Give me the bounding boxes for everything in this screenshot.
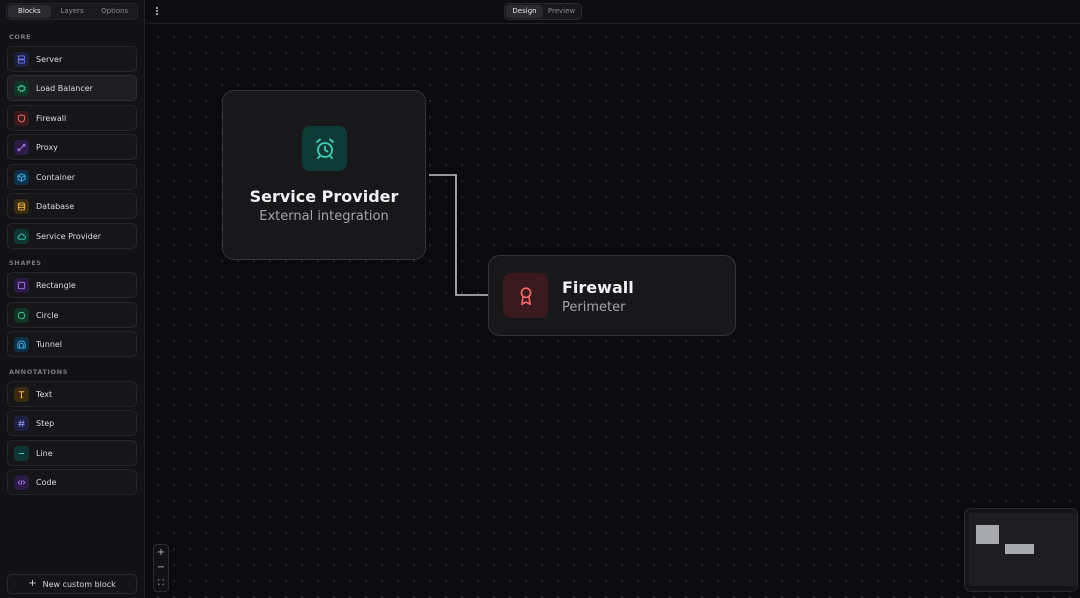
block-item-line[interactable]: Line — [7, 440, 137, 466]
block-item-label: Text — [36, 389, 53, 399]
block-item-label: Load Balancer — [36, 83, 93, 93]
line-icon — [14, 445, 29, 461]
hash-icon — [14, 415, 29, 431]
section-label-annotations: ANNOTATIONS — [9, 368, 68, 376]
load-balancer-icon — [14, 80, 29, 96]
alarm-clock-icon — [302, 126, 347, 171]
node-service-provider[interactable]: Service Provider External integration — [222, 90, 426, 260]
diagram-canvas[interactable]: Service Provider External integration Fi… — [146, 25, 1080, 598]
minimap-node — [976, 525, 999, 544]
block-item-label: Server — [36, 54, 63, 64]
mode-design[interactable]: Design — [506, 5, 543, 18]
cube-icon — [14, 169, 29, 185]
fit-view-button[interactable]: ⛶ — [158, 577, 164, 587]
sidebar: Blocks Layers Options CORE Server Load B… — [0, 0, 145, 598]
plus-icon: + — [28, 578, 37, 589]
circle-icon — [14, 307, 29, 323]
new-custom-block-button[interactable]: + New custom block — [7, 574, 137, 594]
node-firewall[interactable]: Firewall Perimeter — [488, 255, 736, 336]
tunnel-icon — [14, 336, 29, 352]
block-item-proxy[interactable]: Proxy — [7, 134, 137, 160]
tab-layers[interactable]: Layers — [60, 7, 84, 15]
block-item-service-provider[interactable]: Service Provider — [7, 223, 137, 249]
server-icon — [14, 51, 29, 67]
node-subtitle: Perimeter — [562, 300, 626, 315]
zoom-out-button[interactable]: − — [156, 562, 166, 573]
block-item-database[interactable]: Database — [7, 193, 137, 219]
minimap[interactable] — [964, 508, 1078, 592]
rectangle-icon — [14, 277, 29, 293]
zoom-in-button[interactable]: + — [156, 547, 166, 558]
block-item-container[interactable]: Container — [7, 164, 137, 190]
tab-options[interactable]: Options — [101, 7, 129, 15]
block-item-server[interactable]: Server — [7, 46, 137, 72]
block-item-label: Rectangle — [36, 280, 76, 290]
more-menu-icon[interactable] — [156, 7, 160, 17]
minimap-node — [1005, 544, 1034, 554]
block-item-code[interactable]: Code — [7, 469, 137, 495]
node-title: Firewall — [562, 278, 634, 297]
shield-icon — [14, 110, 29, 126]
zoom-controls: + − ⛶ — [153, 544, 169, 592]
proxy-icon — [14, 139, 29, 155]
tab-blocks[interactable]: Blocks — [8, 5, 51, 18]
node-title: Service Provider — [249, 187, 399, 206]
top-bar: Design Preview — [146, 0, 1080, 24]
block-item-text[interactable]: Text — [7, 381, 137, 407]
block-item-rectangle[interactable]: Rectangle — [7, 272, 137, 298]
block-item-label: Firewall — [36, 113, 67, 123]
block-item-label: Service Provider — [36, 231, 102, 241]
node-subtitle: External integration — [259, 209, 389, 224]
award-icon — [503, 273, 548, 318]
database-icon — [14, 198, 29, 214]
code-icon — [14, 474, 29, 490]
section-label-shapes: SHAPES — [9, 259, 42, 267]
mode-preview[interactable]: Preview — [547, 7, 576, 15]
block-item-tunnel[interactable]: Tunnel — [7, 331, 137, 357]
block-item-label: Proxy — [36, 142, 58, 152]
block-item-circle[interactable]: Circle — [7, 302, 137, 328]
mode-switch: Design Preview — [504, 3, 582, 20]
block-item-label: Step — [36, 418, 55, 428]
section-label-core: CORE — [9, 33, 32, 41]
block-item-label: Tunnel — [36, 339, 63, 349]
block-item-load-balancer[interactable]: Load Balancer — [7, 75, 137, 101]
sidebar-tabs: Blocks Layers Options — [6, 3, 138, 20]
text-icon — [14, 386, 29, 402]
block-item-label: Circle — [36, 310, 59, 320]
cloud-icon — [14, 228, 29, 244]
block-item-label: Code — [36, 477, 57, 487]
block-item-label: Line — [36, 448, 53, 458]
block-item-firewall[interactable]: Firewall — [7, 105, 137, 131]
block-item-step[interactable]: Step — [7, 410, 137, 436]
block-item-label: Database — [36, 201, 75, 211]
block-item-label: Container — [36, 172, 76, 182]
new-custom-block-label: New custom block — [42, 579, 116, 589]
